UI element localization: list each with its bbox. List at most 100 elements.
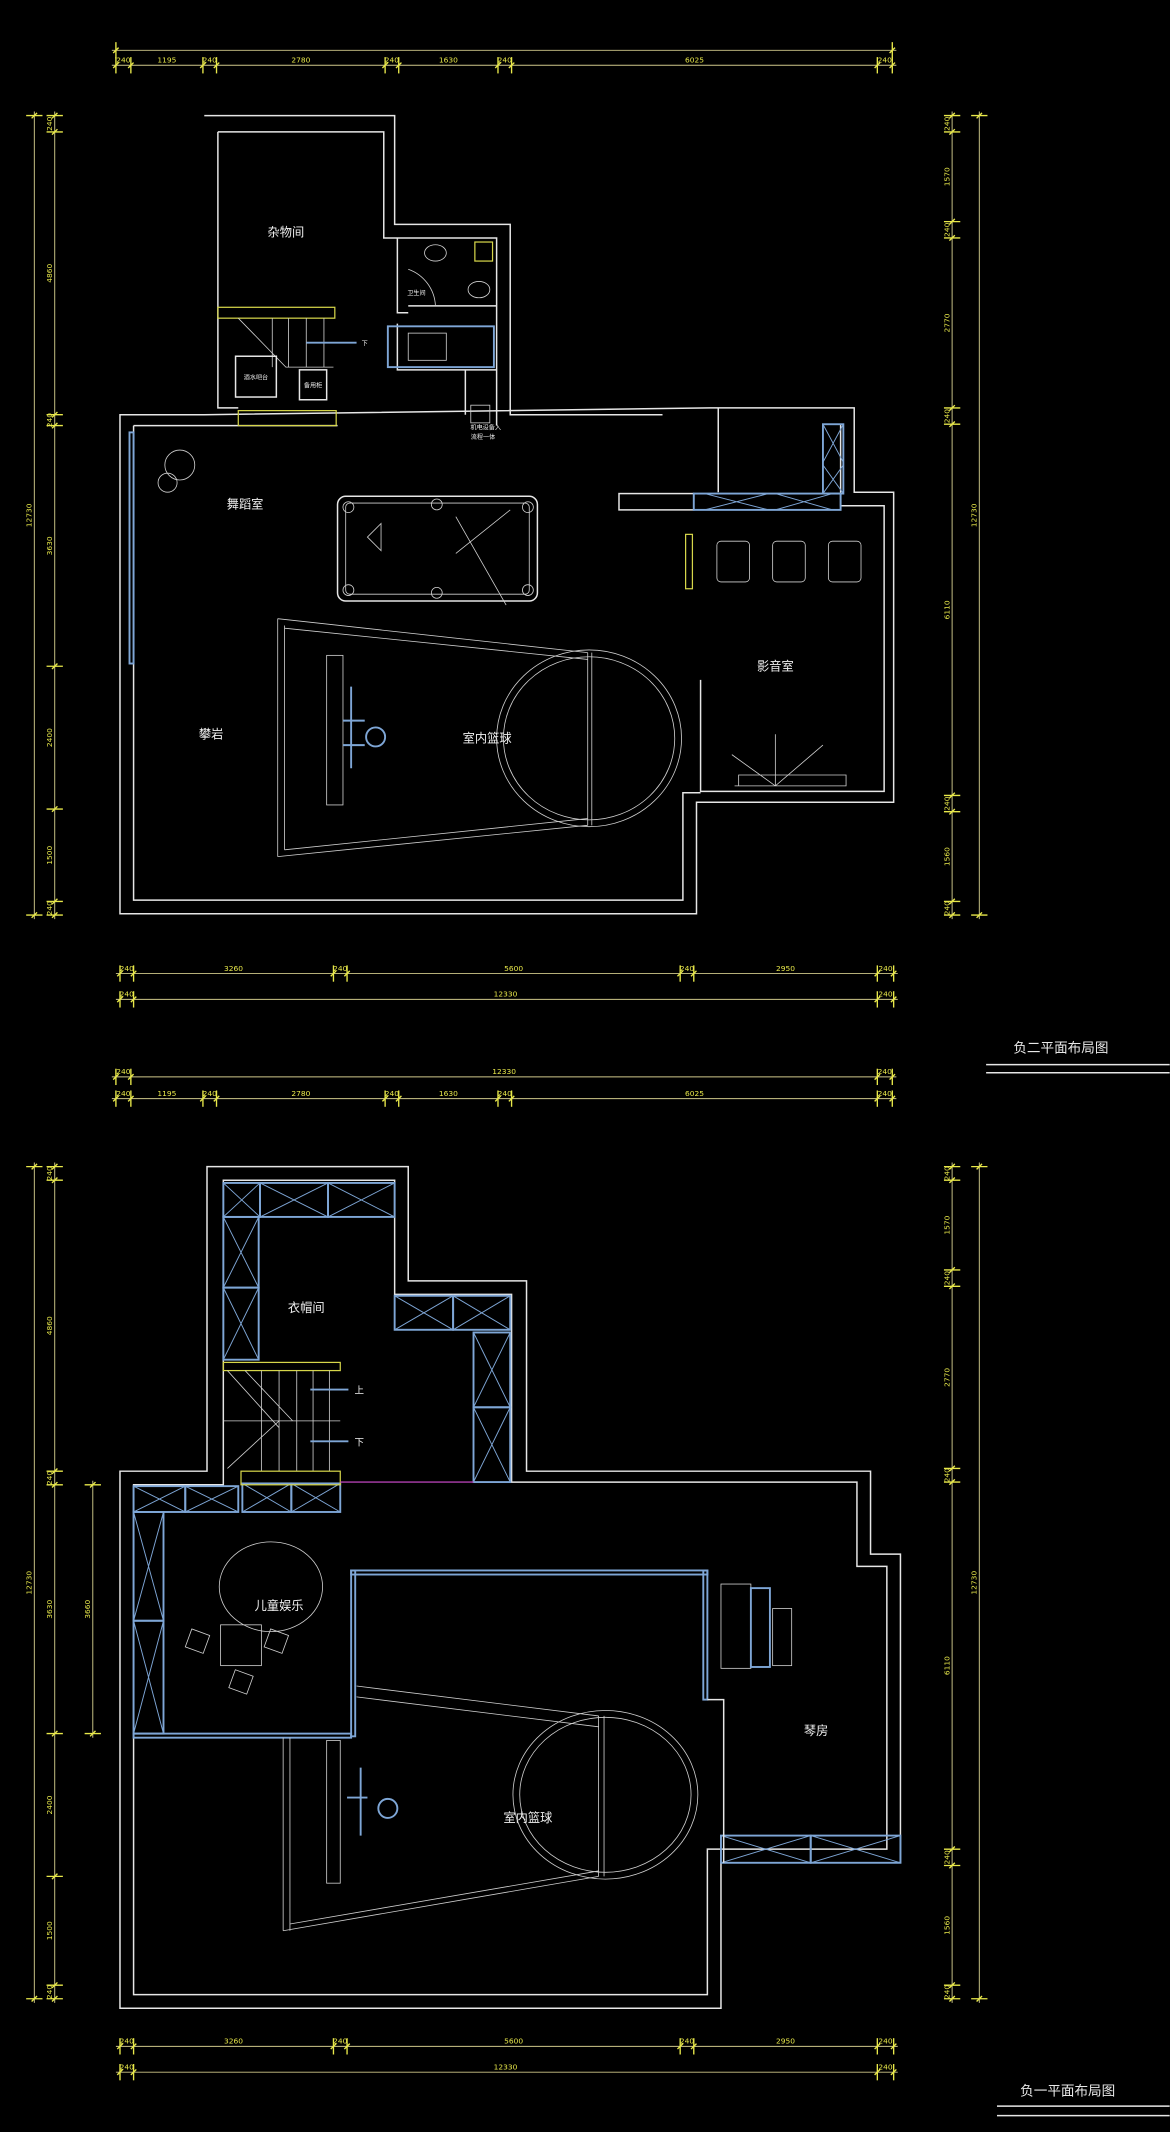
- dimension-tick: [51, 805, 58, 813]
- dimension-label: 2950: [776, 2037, 795, 2046]
- dimension-tick: [948, 128, 956, 136]
- dimension-tick: [676, 2043, 684, 2050]
- dimension-tick: [127, 62, 135, 69]
- dimension-label: 2770: [942, 1368, 951, 1387]
- dimension-label: 6025: [685, 56, 704, 65]
- dimension-label: 12730: [970, 503, 979, 527]
- dimension-label: 240: [333, 964, 348, 973]
- dimension-tick: [89, 1481, 96, 1488]
- stair-down-label: 下: [362, 340, 368, 347]
- cabinet: [327, 1181, 396, 1218]
- note-line-2: 流程一体: [471, 433, 495, 441]
- dimension-label: 3260: [224, 964, 243, 973]
- dimension-label: 240: [878, 990, 893, 999]
- room-label-dance: 舞蹈室: [227, 497, 264, 512]
- dimension-tick: [51, 128, 58, 136]
- dimension-tick: [330, 970, 337, 977]
- inner-wall: [132, 131, 701, 901]
- note-line-1: 机电设备入: [470, 424, 501, 432]
- dimension-label: 5600: [504, 2037, 523, 2046]
- dimension-tick: [889, 1095, 896, 1102]
- dimension-tick: [199, 1095, 207, 1102]
- dimension-tick: [51, 1730, 58, 1737]
- dimension-tick: [51, 1981, 58, 1989]
- dimension-label: 4860: [45, 264, 54, 283]
- bathroom-walls: [396, 237, 497, 415]
- room-label-theater: 影音室: [757, 658, 794, 673]
- dimension-label: 240: [385, 1089, 400, 1098]
- room-label-bathroom: 卫生间: [407, 289, 425, 297]
- dimension-tick: [31, 1995, 38, 2002]
- dimension-tick: [330, 2043, 337, 2050]
- dimension-label: 240: [120, 990, 135, 999]
- dimension-tick: [889, 62, 896, 69]
- dimension-tick: [31, 112, 38, 119]
- room-label-cloakroom: 衣帽间: [288, 1300, 325, 1315]
- cabinet: [472, 1331, 512, 1409]
- dimension-tick: [948, 1163, 956, 1170]
- dimension-tick: [508, 62, 515, 69]
- room-label-climbing: 攀岩: [199, 726, 223, 741]
- dimension-label: 3260: [224, 2037, 243, 2046]
- floor-plan-b2: 杂物间 卫生间 酒水吧台 备用柜 下 机电设备入 流程一体 舞蹈室 攀岩 室内篮…: [119, 114, 1170, 1074]
- dimension-tick: [976, 911, 983, 919]
- dimension-tick: [116, 2068, 124, 2076]
- dimension-label: 1500: [45, 845, 54, 864]
- left-total-dimension-b1: 12730: [25, 1162, 43, 2003]
- stair-down-label: 下: [355, 1437, 365, 1448]
- dimension-tick: [976, 1995, 983, 2002]
- right-total-dimension-b2: 12730: [970, 111, 988, 920]
- dimension-tick: [948, 792, 956, 799]
- dimension-tick: [690, 970, 697, 977]
- dimension-label: 1195: [157, 1089, 176, 1098]
- dimension-label: 240: [942, 1850, 951, 1865]
- dimension-tick: [51, 1177, 58, 1184]
- dimension-tick: [948, 808, 956, 815]
- room-label-basketball: 室内篮球: [503, 1810, 552, 1825]
- dimension-label: 240: [942, 796, 951, 811]
- dimension-label: 6110: [942, 600, 951, 619]
- dimension-label: 1570: [942, 1215, 951, 1234]
- dimension-tick: [112, 1095, 120, 1102]
- dimension-label: 240: [45, 1166, 54, 1181]
- dimension-label: 2770: [942, 313, 951, 332]
- dimension-label: 240: [680, 964, 695, 973]
- dimension-tick: [130, 970, 137, 977]
- dimension-tick: [948, 1995, 956, 2002]
- dimension-label: 240: [878, 56, 893, 65]
- dimension-label: 1560: [942, 1916, 951, 1935]
- dimension-tick: [948, 1981, 956, 1989]
- dimension-label: 1630: [439, 56, 458, 65]
- cabinet: [184, 1485, 240, 1513]
- cabinet: [132, 1485, 187, 1513]
- dimension-label: 12330: [492, 1067, 516, 1076]
- dimension-label: 12330: [494, 2062, 518, 2071]
- cabinets: [132, 1181, 902, 1864]
- dimension-label: 5600: [504, 964, 523, 973]
- dimension-tick: [948, 1862, 956, 1869]
- room-label-kids: 儿童娱乐: [255, 1598, 304, 1613]
- dimension-tick: [381, 1095, 389, 1102]
- dimension-label: 240: [878, 964, 893, 973]
- dimension-tick: [890, 2043, 897, 2050]
- right-total-dimension-b1: 12730: [970, 1162, 988, 2003]
- dimension-tick: [948, 1177, 956, 1184]
- dimension-tick: [31, 911, 38, 919]
- dimension-tick: [676, 970, 684, 977]
- pool-table: [336, 495, 539, 606]
- dimension-tick: [690, 2043, 697, 2050]
- dimension-tick: [874, 1095, 881, 1102]
- dimension-tick: [948, 1465, 956, 1472]
- dimension-label: 240: [45, 116, 54, 131]
- cabinet: [259, 1181, 329, 1218]
- dimension-label: 240: [385, 56, 400, 65]
- dimension-tick: [130, 2043, 137, 2050]
- dimension-tick: [343, 2043, 351, 2050]
- dimension-tick: [112, 1073, 120, 1081]
